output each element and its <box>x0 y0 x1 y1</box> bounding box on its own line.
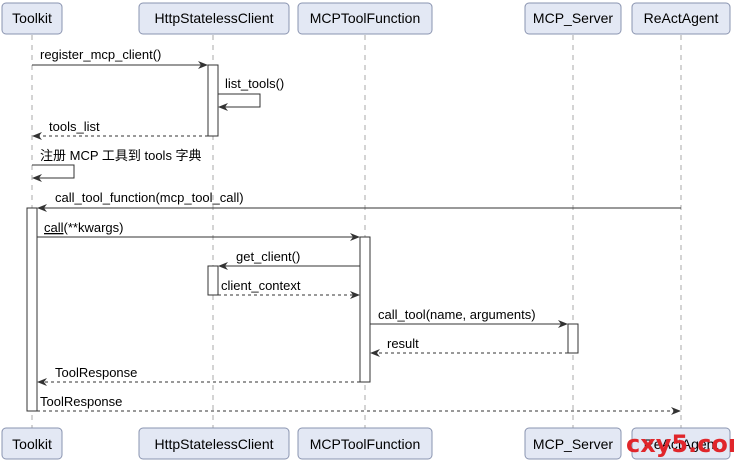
message-label: result <box>387 336 419 351</box>
message-label: client_context <box>221 278 301 293</box>
message-get-client: get_client() <box>218 249 360 270</box>
message-register-mcp-client: register_mcp_client() <box>32 47 208 69</box>
watermark: cxy5.com <box>626 430 734 458</box>
message-label: ToolResponse <box>55 365 137 380</box>
participant-toolkit-bottom[interactable]: Toolkit <box>1 427 63 460</box>
underlined-call: call <box>44 220 64 235</box>
message-toolresponse-1: ToolResponse <box>37 365 360 386</box>
participant-agent-bottom[interactable]: ReActAgent <box>631 427 731 460</box>
participant-agent[interactable]: ReActAgent <box>631 2 731 35</box>
message-label: tools_list <box>49 119 100 134</box>
participant-client-bottom[interactable]: HttpStatelessClient <box>138 427 290 460</box>
participant-label: MCP_Server <box>533 436 613 452</box>
participant-label: MCP_Server <box>533 10 613 26</box>
participant-label: HttpStatelessClient <box>154 436 273 452</box>
message-label: register_mcp_client() <box>40 47 161 62</box>
participant-server-bottom[interactable]: MCP_Server <box>524 427 622 460</box>
participant-label: HttpStatelessClient <box>154 10 273 26</box>
participant-label: Toolkit <box>12 10 52 26</box>
message-label: call(**kwargs) <box>44 220 123 235</box>
message-label: call_tool(name, arguments) <box>378 307 536 322</box>
activation-server <box>567 323 579 354</box>
message-call-kwargs: call(**kwargs) <box>37 220 360 241</box>
message-result: result <box>370 336 568 357</box>
participant-func-bottom[interactable]: MCPToolFunction <box>297 427 433 460</box>
participant-func[interactable]: MCPToolFunction <box>297 2 433 35</box>
participant-label: MCPToolFunction <box>310 436 421 452</box>
message-client-context: client_context <box>218 278 360 299</box>
message-label: 注册 MCP 工具到 tools 字典 <box>40 148 202 163</box>
activation-toolkit <box>26 207 38 412</box>
participants-top: Toolkit HttpStatelessClient MCPToolFunct… <box>1 2 731 35</box>
message-tools-list: tools_list <box>32 119 208 140</box>
message-label: list_tools() <box>225 76 284 91</box>
message-list-tools: list_tools() <box>218 76 284 111</box>
participant-label: Toolkit <box>12 436 52 452</box>
participants-bottom: Toolkit HttpStatelessClient MCPToolFunct… <box>1 427 731 460</box>
kwargs-text: (**kwargs) <box>64 220 124 235</box>
participant-label: ReActAgent <box>644 10 719 26</box>
participant-label: MCPToolFunction <box>310 10 421 26</box>
activation-client-1 <box>207 64 219 137</box>
message-label: get_client() <box>236 249 300 264</box>
messages: register_mcp_client() list_tools() tools… <box>32 47 681 415</box>
message-register-tools: 注册 MCP 工具到 tools 字典 <box>32 148 202 182</box>
activations <box>26 64 579 412</box>
message-label: ToolResponse <box>40 394 122 409</box>
message-toolresponse-2: ToolResponse <box>37 394 681 415</box>
message-call-tool: call_tool(name, arguments) <box>370 307 568 328</box>
participant-toolkit[interactable]: Toolkit <box>1 2 63 35</box>
participant-server[interactable]: MCP_Server <box>524 2 622 35</box>
activation-client-2 <box>207 265 219 296</box>
activation-func <box>359 236 371 383</box>
message-label: call_tool_function(mcp_tool_call) <box>55 190 244 205</box>
participant-client[interactable]: HttpStatelessClient <box>138 2 290 35</box>
message-call-tool-function: call_tool_function(mcp_tool_call) <box>37 190 681 212</box>
participant-label: ReActAgent <box>644 436 719 452</box>
